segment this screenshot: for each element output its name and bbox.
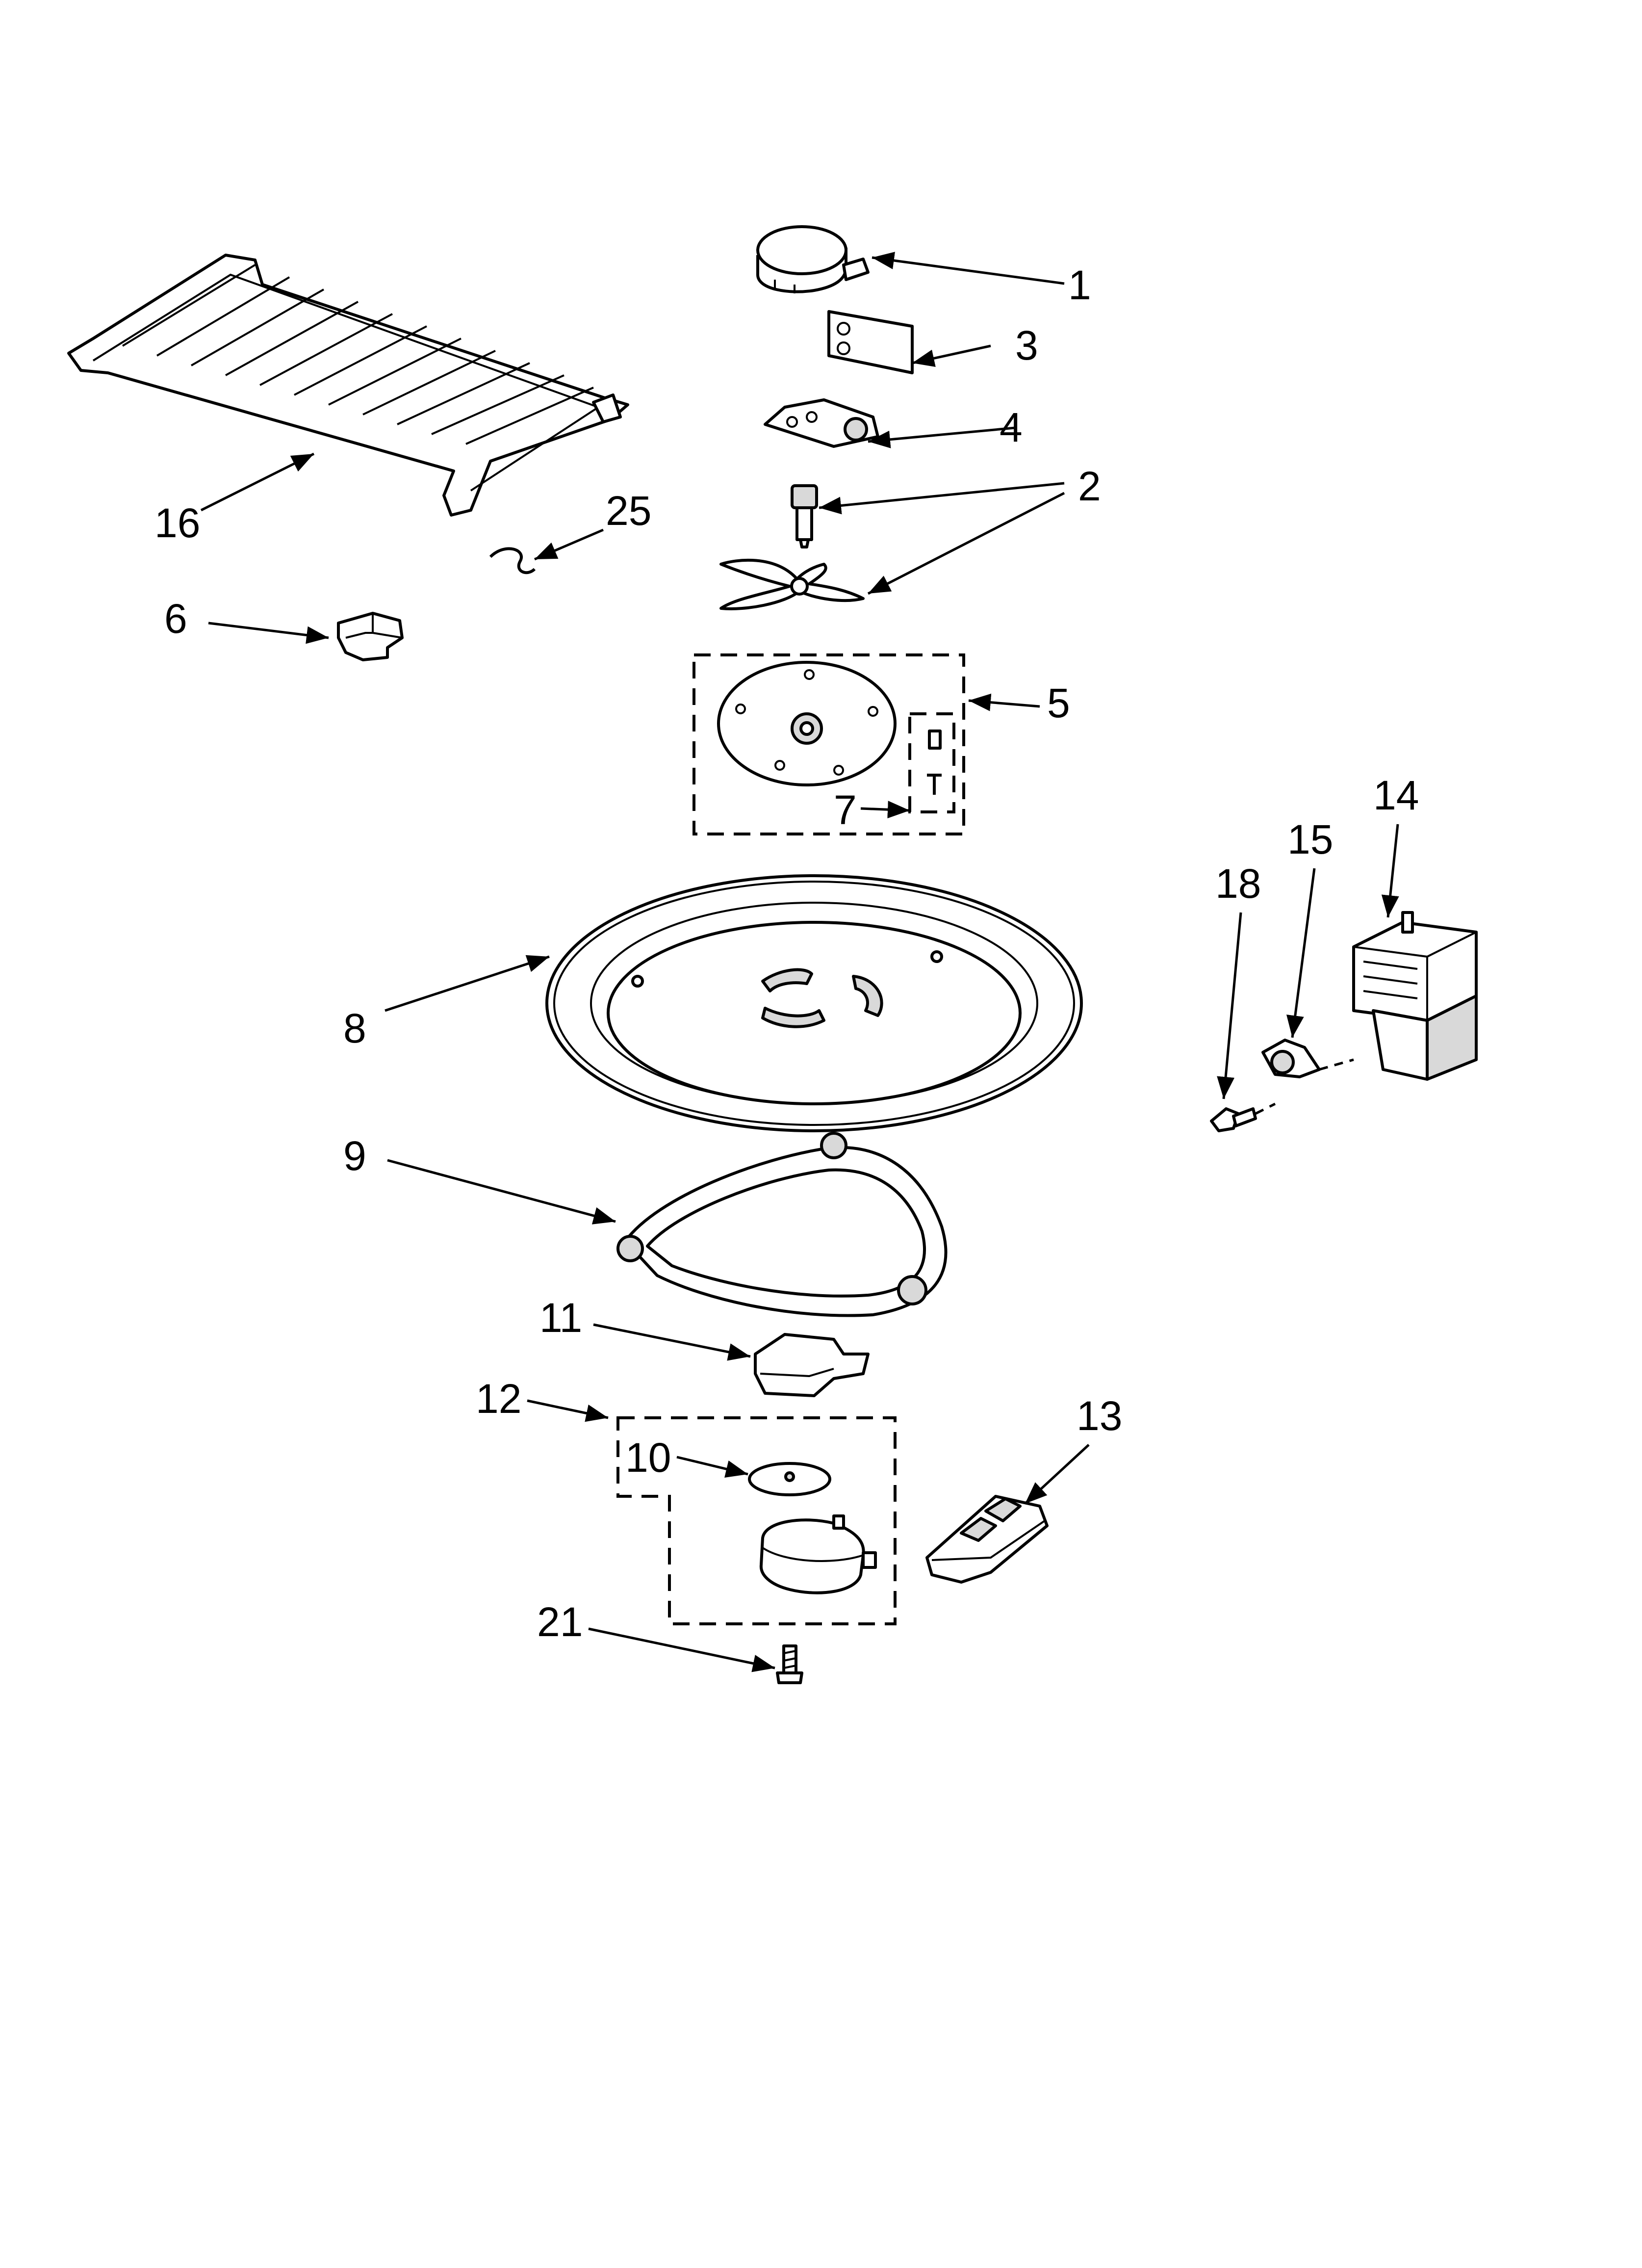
turntable-motor xyxy=(759,1514,877,1594)
leader-15 xyxy=(1286,868,1316,1038)
leader-1 xyxy=(872,252,1065,285)
callout-15: 15 xyxy=(1287,816,1333,862)
leader-8 xyxy=(385,955,550,1012)
part-5-stirrer-cover-kit xyxy=(693,653,965,835)
part-21-screw xyxy=(776,1644,803,1684)
callout-2: 2 xyxy=(1078,463,1101,509)
leader-14 xyxy=(1381,824,1399,918)
leader-9 xyxy=(387,1159,616,1225)
callout-1: 1 xyxy=(1068,262,1091,308)
part-9-roller-ring xyxy=(616,1132,948,1317)
part-6-latch xyxy=(337,612,404,661)
part-18-screw xyxy=(1210,1102,1276,1132)
leader-11 xyxy=(593,1323,751,1361)
leader-12 xyxy=(527,1399,609,1422)
callout-6: 6 xyxy=(164,596,187,642)
callout-9: 9 xyxy=(343,1133,366,1179)
leader-21 xyxy=(588,1627,775,1672)
leader-13 xyxy=(1024,1444,1090,1505)
leader-3 xyxy=(912,344,991,367)
leader-2a xyxy=(819,482,1065,515)
callout-12: 12 xyxy=(476,1376,521,1422)
part-4-bracket xyxy=(764,398,879,448)
leader-5 xyxy=(968,693,1040,711)
callout-labels: 1 2 3 4 5 6 7 8 9 10 11 12 13 14 15 16 1… xyxy=(154,262,1419,1645)
part-2-stirrer-blade xyxy=(719,558,865,610)
leader-25 xyxy=(534,528,604,561)
part-1-stirrer-motor xyxy=(756,225,870,293)
leader-16 xyxy=(200,452,315,512)
part-12-turntable-motor-kit xyxy=(616,1416,897,1625)
callout-21: 21 xyxy=(537,1599,583,1645)
part-11-coupler xyxy=(754,1333,870,1397)
callout-4: 4 xyxy=(1000,404,1023,450)
part-10-turntable-support xyxy=(748,1462,831,1496)
leader-4 xyxy=(868,426,1016,448)
part-3-mica-plate xyxy=(827,310,914,374)
part-16-oven-rack xyxy=(67,254,629,517)
callout-16: 16 xyxy=(154,500,200,546)
part-2-stirrer-shaft xyxy=(791,484,818,548)
part-7-fastener-kit xyxy=(908,712,955,813)
part-8-turntable-tray xyxy=(545,874,1083,1132)
leader-lines xyxy=(200,252,1399,1672)
leader-6 xyxy=(208,622,329,644)
callout-18: 18 xyxy=(1215,860,1261,907)
part-14-magnetron xyxy=(1352,911,1478,1081)
callout-3: 3 xyxy=(1015,322,1038,368)
callout-5: 5 xyxy=(1047,680,1070,726)
part-25-clip xyxy=(489,547,536,574)
callout-13: 13 xyxy=(1077,1393,1122,1439)
part-13-thermal-fuse xyxy=(925,1495,1049,1584)
callout-14: 14 xyxy=(1373,772,1419,818)
part-15-thermostat xyxy=(1261,1039,1354,1078)
callout-10: 10 xyxy=(625,1434,671,1481)
leader-2b xyxy=(867,492,1065,595)
callout-8: 8 xyxy=(343,1005,366,1051)
leader-18 xyxy=(1217,912,1242,1099)
leader-7 xyxy=(860,801,910,819)
callout-7: 7 xyxy=(834,787,857,833)
callout-11: 11 xyxy=(539,1295,582,1341)
callout-25: 25 xyxy=(606,488,651,534)
leader-10 xyxy=(676,1456,748,1478)
